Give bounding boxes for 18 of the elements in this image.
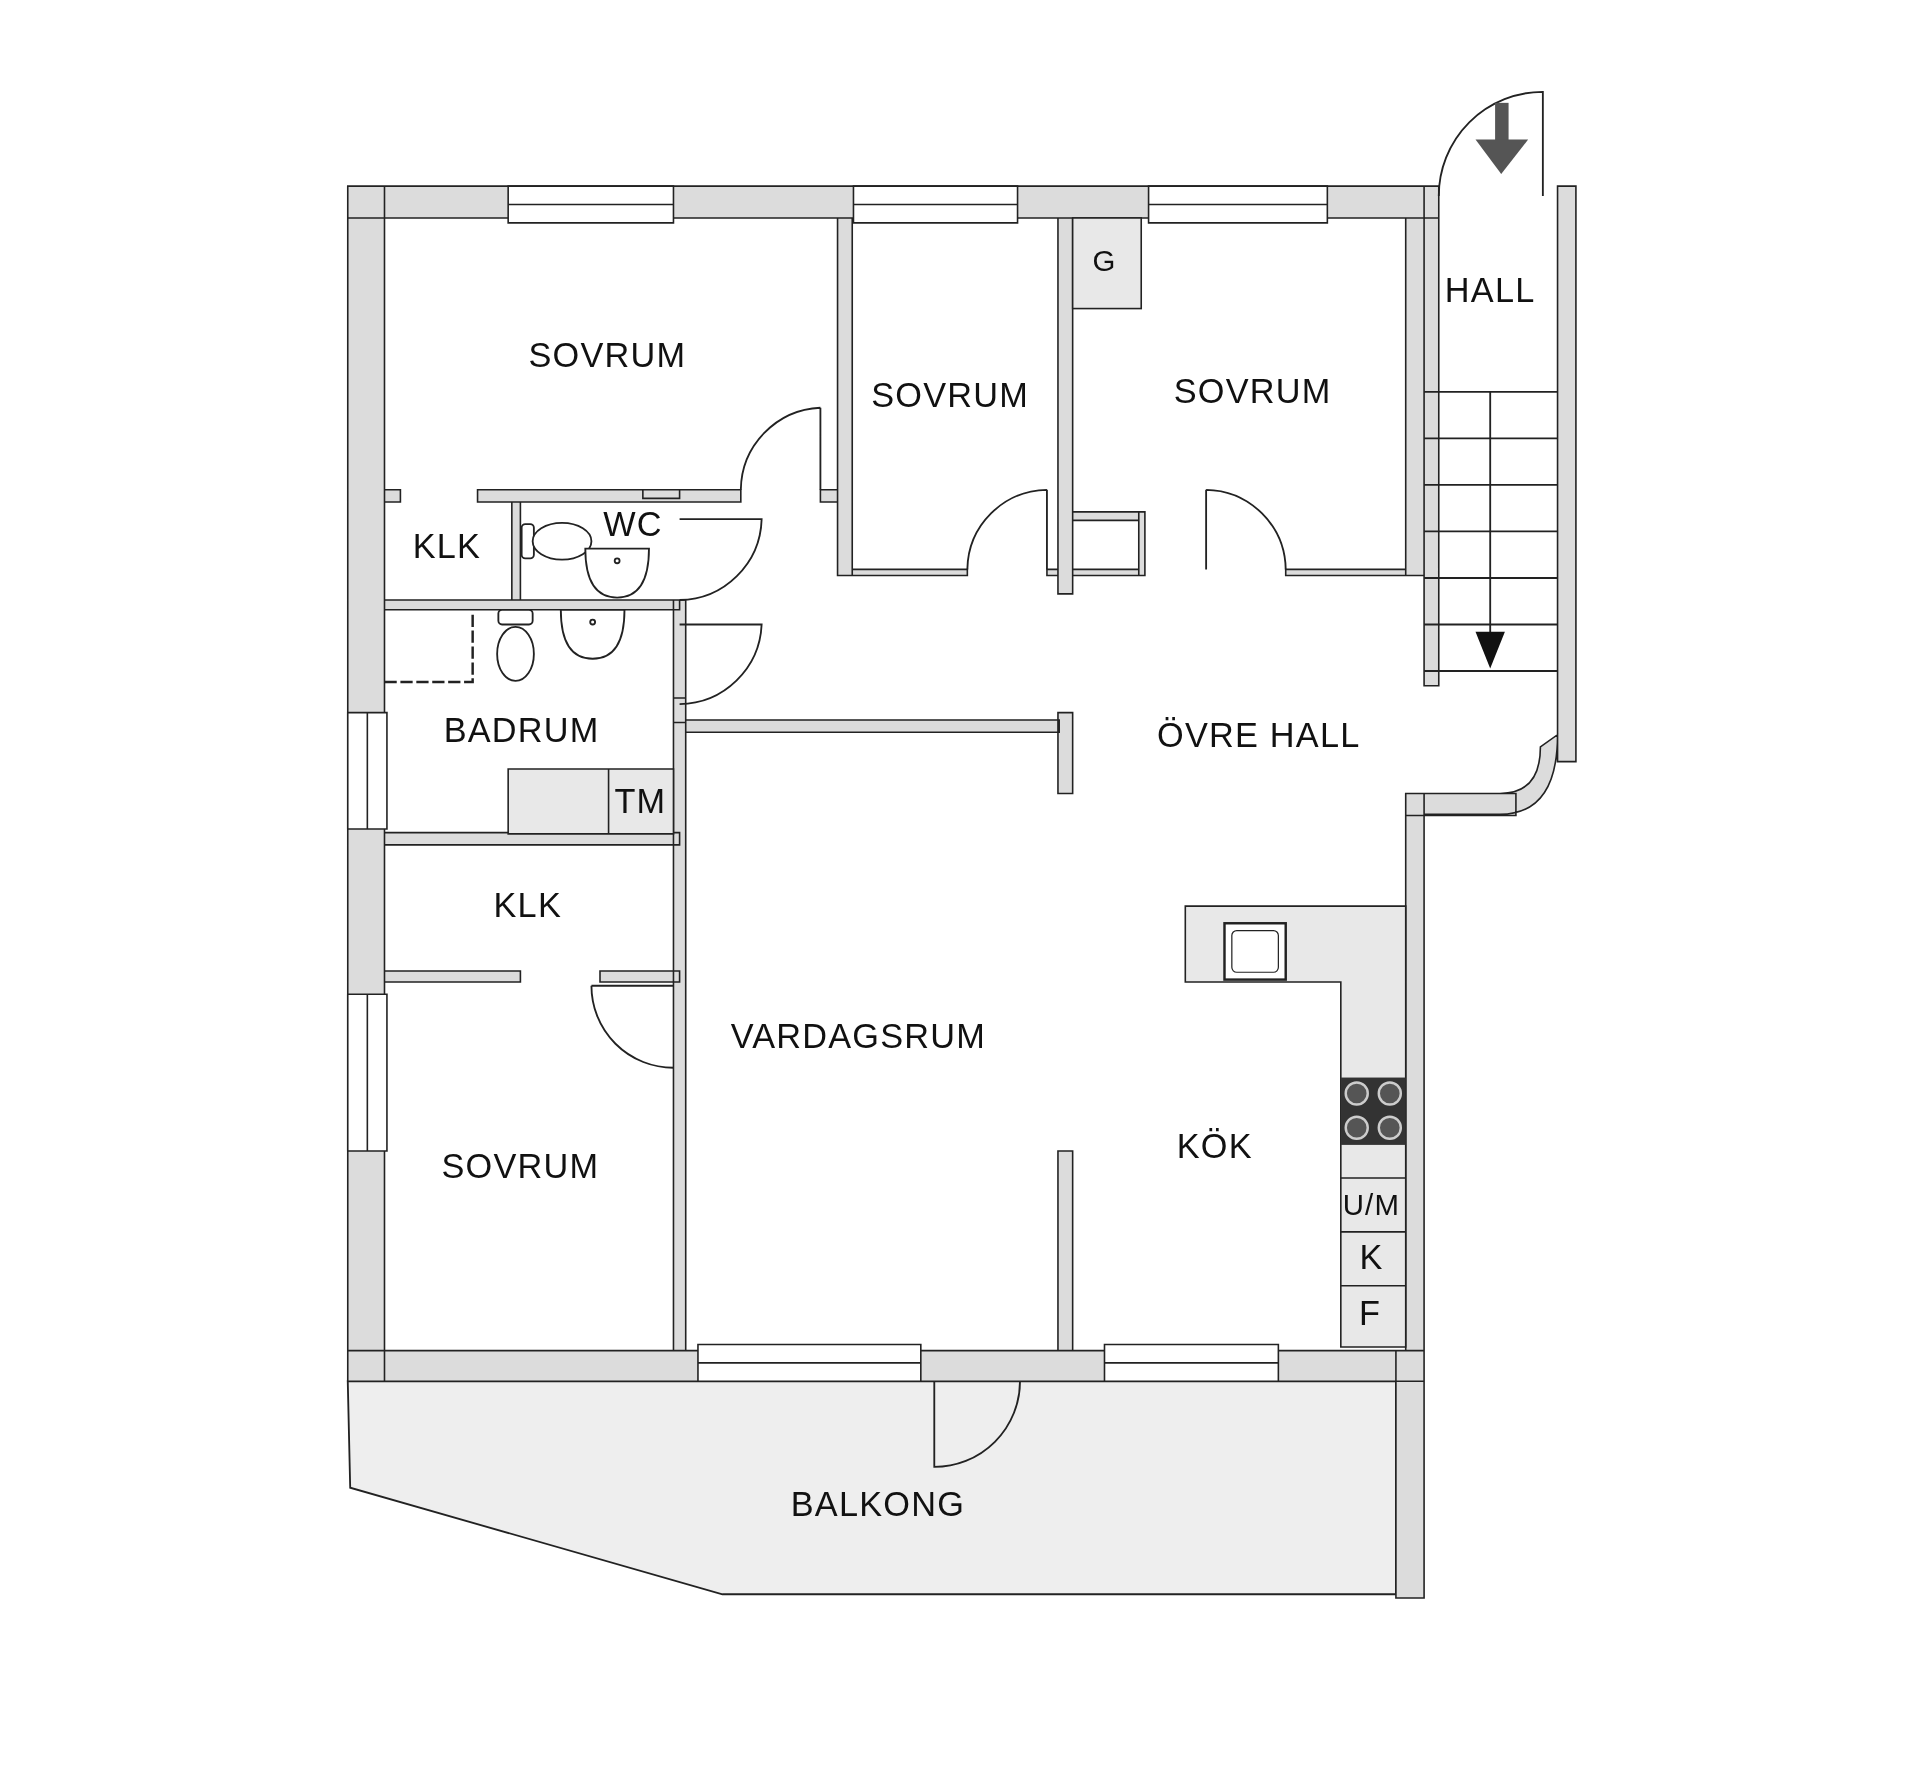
room-label: ÖVRE HALL [1157,716,1361,756]
room-label: SOVRUM [528,336,687,376]
room-label: KÖK [1176,1127,1253,1167]
room-label: SOVRUM [871,375,1030,416]
room-label: TM [614,782,667,822]
room-label: KLK [493,886,562,926]
room-label: KLK [412,527,482,567]
room-label: SOVRUM [441,1147,600,1187]
room-label: U/M [1342,1187,1401,1223]
room-label: VARDAGSRUM [730,1017,987,1057]
room-label: G [1092,243,1117,278]
room-label: K [1359,1237,1384,1278]
room-label: HALL [1444,271,1536,311]
room-label: WC [603,505,663,545]
room-label: BALKONG [790,1485,966,1525]
room-label: BADRUM [443,711,600,751]
room-label: F [1359,1294,1382,1334]
room-label: SOVRUM [1173,372,1332,412]
